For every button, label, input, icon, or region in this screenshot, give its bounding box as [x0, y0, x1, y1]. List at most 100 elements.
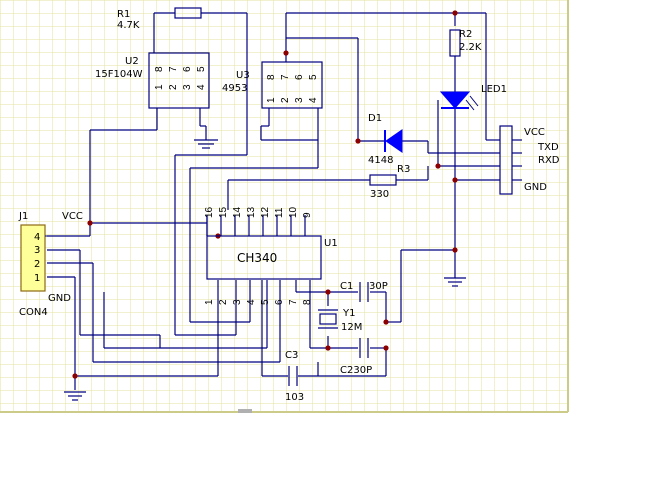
- chip-u2: U2 15F104W 8 7 6 5 1 2 3 4: [95, 52, 210, 109]
- chip-u1: CH340 U1 16 15 14 13 12 11 10 9 1 2 3 4 …: [204, 206, 338, 305]
- capacitor-c3: C3 103: [285, 350, 304, 403]
- junction-dot: [283, 50, 289, 56]
- junction-dot: [355, 138, 361, 144]
- pin-label: 4: [34, 232, 40, 243]
- pin-label: 4: [196, 84, 207, 90]
- r1-value: 4.7K: [117, 20, 140, 31]
- j1-value: CON4: [19, 307, 48, 318]
- wires: [47, 12, 500, 390]
- pin-label: 1: [266, 97, 277, 103]
- pin-label: 15: [218, 206, 229, 218]
- pin-label: 5: [196, 66, 207, 72]
- pin-label: 16: [204, 206, 215, 218]
- pin-label: 5: [308, 74, 319, 80]
- r2-ref: R2: [459, 29, 472, 40]
- pin-label: 10: [288, 206, 299, 218]
- led-led1: LED1: [439, 84, 507, 111]
- ground-symbol: [64, 391, 86, 401]
- pin-label: 8: [302, 299, 313, 305]
- scroll-marker: [238, 409, 252, 413]
- u2-ref: U2: [125, 56, 139, 67]
- y1-ref: Y1: [342, 308, 355, 319]
- pin-label: 7: [168, 66, 179, 72]
- pin-label: 1: [34, 273, 40, 284]
- signal-vcc: VCC: [524, 127, 545, 138]
- pin-label: 3: [294, 97, 305, 103]
- pin-label: 6: [182, 66, 193, 72]
- junction-dot: [325, 345, 331, 351]
- pin-label: 14: [232, 206, 243, 218]
- pin-label: 6: [274, 299, 285, 305]
- pin-label: 6: [294, 74, 305, 80]
- pin-label: 1: [204, 299, 215, 305]
- c1-value: 30P: [369, 281, 388, 292]
- pin-label: 4: [308, 97, 319, 103]
- r3-value: 330: [370, 189, 389, 200]
- junction-dot: [87, 220, 93, 226]
- junctions: [72, 10, 458, 379]
- u3-value: 4953: [222, 83, 247, 94]
- pin-label: 11: [274, 207, 285, 218]
- signal-gnd: GND: [524, 182, 547, 193]
- r2-value: 2.2K: [459, 42, 482, 53]
- pin-label: 4: [246, 299, 257, 305]
- connector-j1: J1 VCC 4 3 2 1 GND CON4: [18, 211, 83, 318]
- pin-label: 2: [218, 299, 229, 305]
- grid-background: [0, 0, 568, 412]
- d1-value: 4148: [368, 155, 393, 166]
- j1-ref: J1: [18, 211, 28, 222]
- pin-label: 3: [182, 84, 193, 90]
- junction-dot: [452, 177, 458, 183]
- r1-ref: R1: [117, 9, 130, 20]
- crystal-y1: Y1 12M: [318, 308, 362, 333]
- serial-connector: VCC TXD RXD GND: [499, 125, 560, 195]
- junction-dot: [435, 163, 441, 169]
- resistor-r1: R1 4.7K: [117, 7, 202, 31]
- pin-label: 13: [246, 206, 257, 218]
- y1-value: 12M: [341, 322, 362, 333]
- pin-label: 12: [260, 206, 271, 218]
- u2-value: 15F104W: [95, 69, 143, 80]
- j1-gnd-label: GND: [48, 293, 71, 304]
- chip-u3: U3 4953 8 7 6 5 1 2 3 4: [222, 61, 323, 109]
- junction-dot: [383, 319, 389, 325]
- signal-rxd: RXD: [538, 155, 560, 166]
- c2-label: C230P: [340, 365, 372, 376]
- j1-vcc-label: VCC: [62, 211, 83, 222]
- junction-dot: [325, 289, 331, 295]
- c3-ref: C3: [285, 350, 298, 361]
- ground-symbol: [194, 139, 218, 149]
- junction-dot: [383, 345, 389, 351]
- junction-dot: [72, 373, 78, 379]
- pin-label: 8: [266, 74, 277, 80]
- pin-label: 9: [302, 212, 313, 218]
- capacitor-c2: C230P: [340, 338, 372, 376]
- led1-ref: LED1: [481, 84, 507, 95]
- resistor-r3: R3 330: [369, 164, 410, 200]
- u1-value: CH340: [237, 251, 277, 265]
- u1-ref: U1: [324, 238, 338, 249]
- resistor-r2: R2 2.2K: [449, 29, 482, 57]
- pin-label: 5: [260, 299, 271, 305]
- pin-label: 2: [34, 259, 40, 270]
- diode-d1: D1 4148: [368, 113, 403, 166]
- pin-label: 7: [280, 74, 291, 80]
- junction-dot: [452, 10, 458, 16]
- pin-label: 3: [34, 245, 40, 256]
- pin-label: 2: [280, 97, 291, 103]
- u3-ref: U3: [236, 70, 250, 81]
- pin-label: 2: [168, 84, 179, 90]
- d1-ref: D1: [368, 113, 382, 124]
- capacitor-c1: C1 30P: [340, 281, 388, 302]
- c1-ref: C1: [340, 281, 353, 292]
- pin-label: 3: [232, 299, 243, 305]
- signal-txd: TXD: [537, 142, 559, 153]
- c3-value: 103: [285, 392, 304, 403]
- ground-symbol: [444, 277, 466, 287]
- junction-dot: [452, 247, 458, 253]
- pin-label: 1: [154, 84, 165, 90]
- pin-label: 8: [154, 66, 165, 72]
- r3-ref: R3: [397, 164, 410, 175]
- pin-label: 7: [288, 299, 299, 305]
